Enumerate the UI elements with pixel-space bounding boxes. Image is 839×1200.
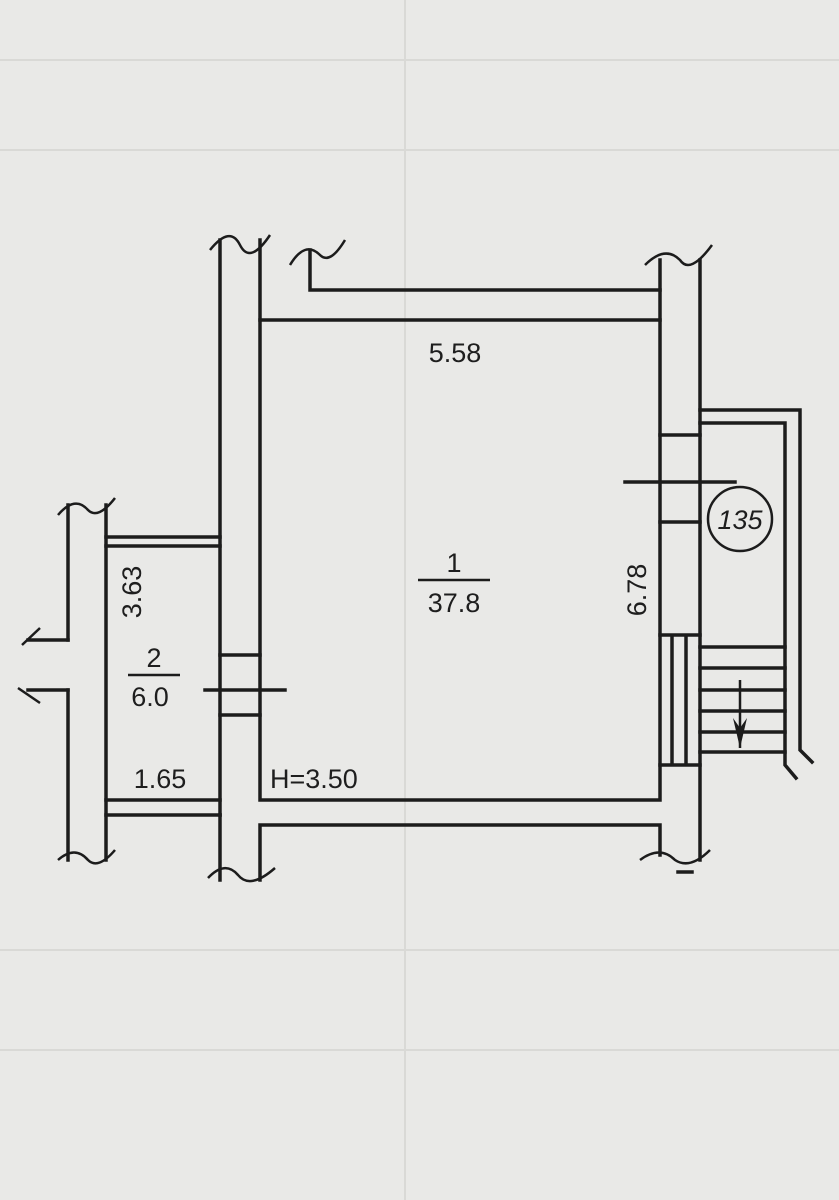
room1-area: 37.8 xyxy=(428,588,481,618)
ceiling-height: H=3.50 xyxy=(270,764,358,794)
room2-width-dimension: 1.65 xyxy=(134,764,187,794)
stair-marker-circle xyxy=(706,485,774,553)
room-2-walls xyxy=(17,497,222,865)
arrow-down-icon xyxy=(733,680,747,748)
room1-length-dimension: 6.78 xyxy=(622,564,652,617)
door-room2-room1 xyxy=(203,653,287,717)
room1-number: 1 xyxy=(446,548,461,578)
door-right xyxy=(623,433,737,524)
room2-area: 6.0 xyxy=(131,682,169,712)
room-1-walls xyxy=(207,234,714,883)
room1-width-dimension: 5.58 xyxy=(429,338,482,368)
stair-marker: 135 xyxy=(717,505,763,535)
staircase: 135 xyxy=(658,408,815,781)
stair-steps xyxy=(698,645,787,754)
room2-length-dimension: 3.63 xyxy=(117,566,147,619)
room2-number: 2 xyxy=(146,643,161,673)
